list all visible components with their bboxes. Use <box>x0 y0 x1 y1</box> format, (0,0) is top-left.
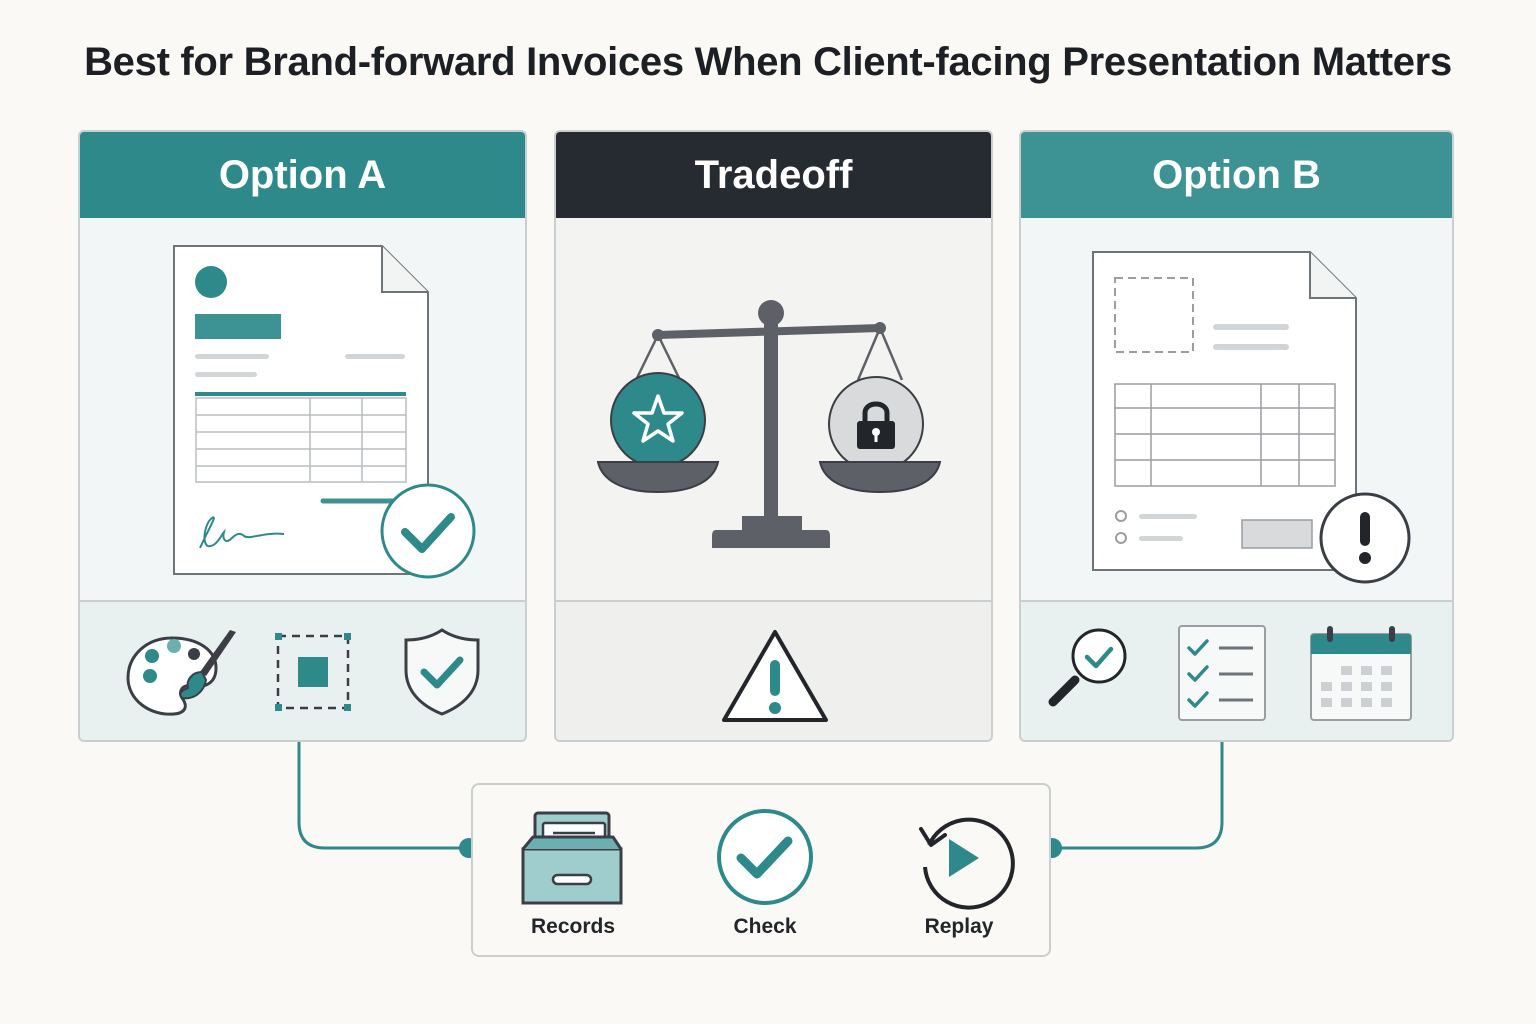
branded-invoice-icon <box>173 245 476 579</box>
check-label: Check <box>733 915 797 938</box>
option-b-body <box>1021 218 1452 600</box>
palette-brush-icon <box>126 630 236 716</box>
option-b-header: Option B <box>1021 132 1452 218</box>
records-label: Records <box>530 915 616 938</box>
checklist-icon <box>1178 625 1266 721</box>
replay-label: Replay <box>924 915 994 938</box>
calendar-icon <box>1310 626 1412 721</box>
balance-scale-icon <box>596 300 942 548</box>
option-b-icon-row <box>1021 600 1452 740</box>
shield-check-icon <box>404 628 480 716</box>
tradeoff-panel: Tradeoff <box>554 130 993 742</box>
page-title: Best for Brand-forward Invoices When Cli… <box>84 40 1452 84</box>
selection-crop-icon <box>275 633 351 711</box>
option-a-panel: Option A <box>78 130 527 742</box>
replay-icon <box>919 817 1015 910</box>
warning-icon <box>722 630 828 722</box>
option-a-body <box>80 218 525 600</box>
file-drawer-icon <box>521 811 623 905</box>
check-circle-icon <box>717 809 813 905</box>
tradeoff-body <box>556 218 991 600</box>
process-box: Records Check Replay <box>471 783 1051 957</box>
option-b-panel: Option B <box>1019 130 1454 742</box>
option-a-icon-row <box>80 600 525 740</box>
tradeoff-header: Tradeoff <box>556 132 991 218</box>
tradeoff-icon-row <box>556 600 991 740</box>
option-a-header: Option A <box>80 132 525 218</box>
magnifier-check-icon <box>1048 628 1127 707</box>
plain-invoice-icon <box>1092 251 1411 584</box>
